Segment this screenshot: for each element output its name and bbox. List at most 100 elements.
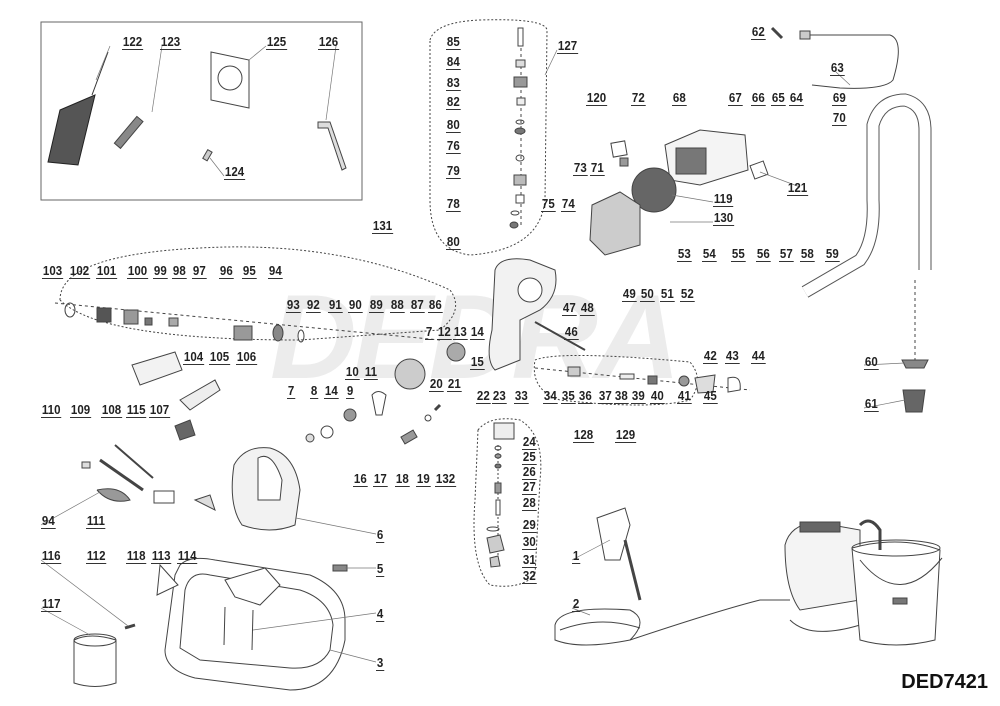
part-label-107[interactable]: 107 [149, 403, 171, 418]
part-label-115[interactable]: 115 [126, 403, 147, 418]
part-label-95[interactable]: 95 [242, 264, 257, 279]
part-label-112[interactable]: 112 [86, 549, 107, 564]
part-label-34[interactable]: 34 [543, 389, 558, 404]
part-label-123[interactable]: 123 [160, 35, 182, 50]
part-label-124[interactable]: 124 [224, 165, 246, 180]
part-label-113[interactable]: 113 [151, 549, 172, 564]
part-label-30[interactable]: 30 [522, 535, 537, 550]
part-label-111[interactable]: 111 [86, 514, 106, 529]
part-label-1[interactable]: 1 [572, 549, 581, 564]
part-label-96[interactable]: 96 [219, 264, 234, 279]
part-label-52[interactable]: 52 [680, 287, 695, 302]
part-label-84[interactable]: 84 [446, 55, 461, 70]
part-label-73[interactable]: 73 [573, 161, 588, 176]
part-label-110[interactable]: 110 [41, 403, 62, 418]
part-label-101[interactable]: 101 [96, 264, 118, 279]
part-label-130[interactable]: 130 [713, 211, 735, 226]
part-label-62[interactable]: 62 [751, 25, 766, 40]
part-label-129[interactable]: 129 [615, 428, 637, 443]
part-label-121[interactable]: 121 [787, 181, 809, 196]
part-label-128[interactable]: 128 [573, 428, 595, 443]
part-label-55[interactable]: 55 [731, 247, 746, 262]
part-label-76[interactable]: 76 [446, 139, 461, 154]
part-label-132[interactable]: 132 [435, 472, 457, 487]
part-label-19[interactable]: 19 [416, 472, 431, 487]
part-label-37[interactable]: 37 [598, 389, 613, 404]
part-label-22[interactable]: 22 [476, 389, 491, 404]
part-label-68[interactable]: 68 [672, 91, 687, 106]
part-label-42[interactable]: 42 [703, 349, 718, 364]
part-label-127[interactable]: 127 [557, 39, 579, 54]
part-label-80[interactable]: 80 [446, 118, 461, 133]
part-label-43[interactable]: 43 [725, 349, 740, 364]
part-label-75[interactable]: 75 [541, 197, 556, 212]
part-label-105[interactable]: 105 [209, 350, 231, 365]
part-label-14[interactable]: 14 [470, 325, 485, 340]
part-label-7[interactable]: 7 [287, 384, 296, 399]
part-label-94[interactable]: 94 [268, 264, 283, 279]
part-label-125[interactable]: 125 [266, 35, 288, 50]
part-label-109[interactable]: 109 [70, 403, 92, 418]
part-label-94[interactable]: 94 [41, 514, 56, 529]
part-label-59[interactable]: 59 [825, 247, 840, 262]
part-label-67[interactable]: 67 [728, 91, 743, 106]
part-label-122[interactable]: 122 [122, 35, 144, 50]
part-label-103[interactable]: 103 [42, 264, 64, 279]
part-label-50[interactable]: 50 [640, 287, 655, 302]
part-label-117[interactable]: 117 [41, 597, 62, 612]
part-label-5[interactable]: 5 [376, 562, 385, 577]
part-label-79[interactable]: 79 [446, 164, 461, 179]
part-label-85[interactable]: 85 [446, 35, 461, 50]
part-label-74[interactable]: 74 [561, 197, 576, 212]
part-label-56[interactable]: 56 [756, 247, 771, 262]
part-label-63[interactable]: 63 [830, 61, 845, 76]
part-label-72[interactable]: 72 [631, 91, 646, 106]
part-label-32[interactable]: 32 [522, 569, 537, 584]
part-label-54[interactable]: 54 [702, 247, 717, 262]
part-label-14[interactable]: 14 [324, 384, 339, 399]
part-label-24[interactable]: 24 [522, 435, 537, 450]
part-label-118[interactable]: 118 [126, 549, 147, 564]
part-label-27[interactable]: 27 [522, 480, 537, 495]
part-label-61[interactable]: 61 [864, 397, 879, 412]
part-label-57[interactable]: 57 [779, 247, 794, 262]
part-label-89[interactable]: 89 [369, 298, 384, 313]
part-label-87[interactable]: 87 [410, 298, 425, 313]
part-label-99[interactable]: 99 [153, 264, 168, 279]
part-label-39[interactable]: 39 [631, 389, 646, 404]
part-label-71[interactable]: 71 [590, 161, 605, 176]
part-label-47[interactable]: 47 [562, 301, 577, 316]
part-label-18[interactable]: 18 [395, 472, 410, 487]
part-label-53[interactable]: 53 [677, 247, 692, 262]
part-label-45[interactable]: 45 [703, 389, 718, 404]
part-label-70[interactable]: 70 [832, 111, 847, 126]
part-label-9[interactable]: 9 [346, 384, 355, 399]
part-label-51[interactable]: 51 [660, 287, 675, 302]
part-label-6[interactable]: 6 [376, 528, 385, 543]
part-label-23[interactable]: 23 [492, 389, 507, 404]
part-label-7[interactable]: 7 [425, 325, 434, 340]
part-label-10[interactable]: 10 [345, 365, 360, 380]
part-label-97[interactable]: 97 [192, 264, 207, 279]
part-label-91[interactable]: 91 [328, 298, 343, 313]
part-label-58[interactable]: 58 [800, 247, 815, 262]
part-label-48[interactable]: 48 [580, 301, 595, 316]
part-label-64[interactable]: 64 [789, 91, 804, 106]
part-label-36[interactable]: 36 [578, 389, 593, 404]
part-label-80[interactable]: 80 [446, 235, 461, 250]
part-label-26[interactable]: 26 [522, 465, 537, 480]
part-label-116[interactable]: 116 [41, 549, 62, 564]
part-label-119[interactable]: 119 [713, 192, 734, 207]
part-label-126[interactable]: 126 [318, 35, 340, 50]
part-label-69[interactable]: 69 [832, 91, 847, 106]
part-label-120[interactable]: 120 [586, 91, 608, 106]
part-label-90[interactable]: 90 [348, 298, 363, 313]
part-label-33[interactable]: 33 [514, 389, 529, 404]
part-label-3[interactable]: 3 [376, 656, 385, 671]
part-label-16[interactable]: 16 [353, 472, 368, 487]
part-label-31[interactable]: 31 [522, 553, 537, 568]
part-label-131[interactable]: 131 [372, 219, 394, 234]
part-label-102[interactable]: 102 [69, 264, 91, 279]
part-label-25[interactable]: 25 [522, 450, 537, 465]
part-label-100[interactable]: 100 [127, 264, 149, 279]
